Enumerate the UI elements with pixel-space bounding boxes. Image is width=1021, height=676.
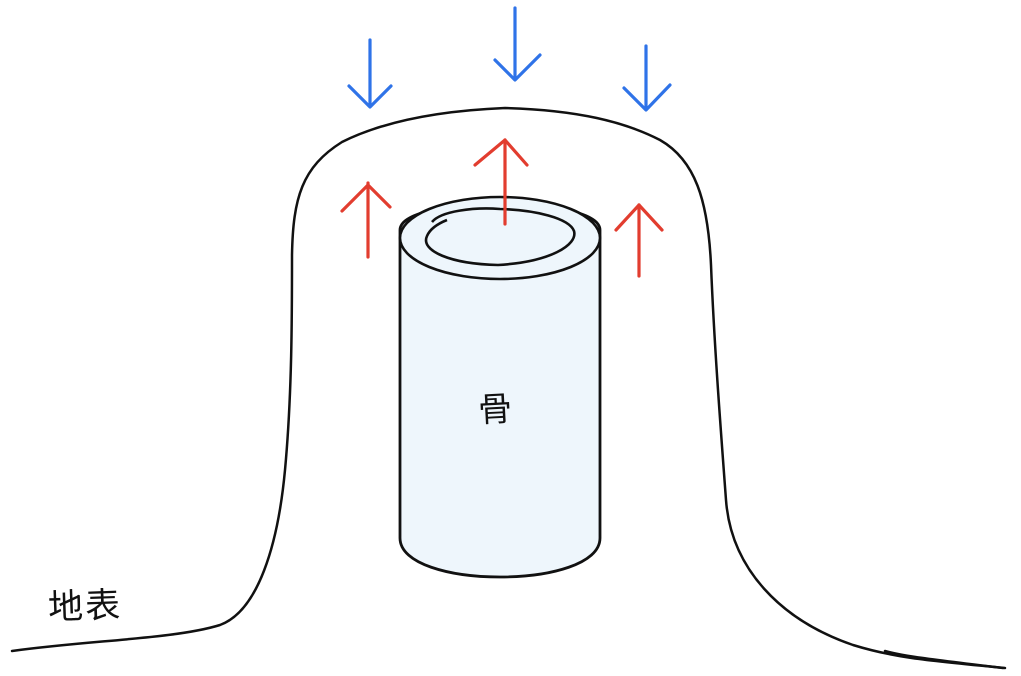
down-arrow-icon xyxy=(622,44,672,112)
down-arrow-icon xyxy=(347,38,393,109)
up-arrow-icon xyxy=(340,181,392,259)
down-arrow-icon xyxy=(493,6,542,82)
ground-tail xyxy=(883,649,1005,670)
surface-label: 地表 xyxy=(47,585,123,629)
bone-cylinder xyxy=(398,195,602,579)
reaction-arrows xyxy=(340,138,664,278)
compression-arrows xyxy=(347,6,672,112)
up-arrow-icon xyxy=(473,138,529,226)
up-arrow-icon xyxy=(614,203,664,278)
bone-label: 骨 xyxy=(477,389,514,431)
mound-outline xyxy=(10,106,1007,670)
